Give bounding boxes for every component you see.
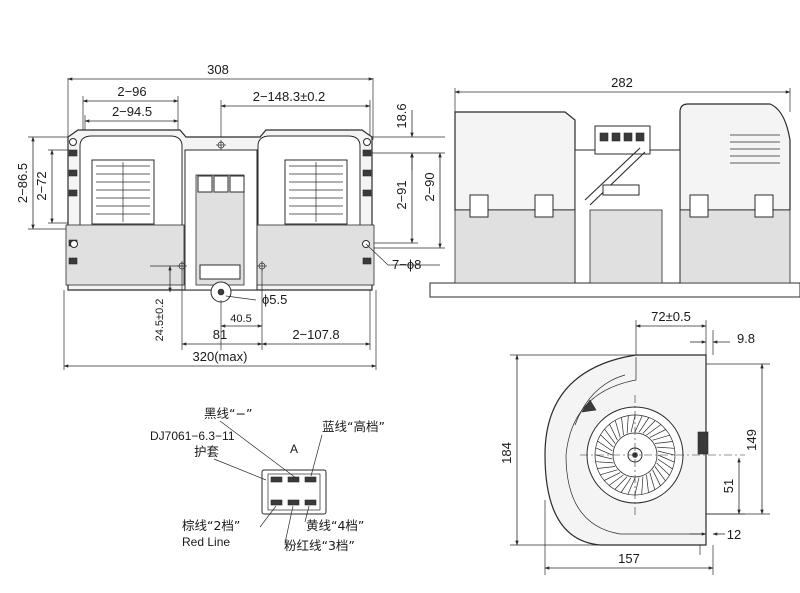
dim-2-91-label: 2−91 bbox=[394, 180, 409, 209]
fan-blade bbox=[657, 458, 673, 470]
mounting-plate bbox=[429, 282, 800, 298]
fan-blade bbox=[600, 469, 618, 476]
right-housing-side bbox=[679, 103, 791, 211]
fan-blade bbox=[654, 441, 673, 444]
side-view: 282 bbox=[429, 75, 800, 298]
dim-2-94-5-label: 2−94.5 bbox=[112, 104, 152, 119]
connector-detail: 黑线“−” 蓝线“高档” DJ7061−6.3−11 A 护套 棕线“2档” R… bbox=[150, 406, 385, 553]
fan-blade bbox=[656, 446, 675, 449]
dim-2-72-label: 2−72 bbox=[34, 171, 49, 200]
fan-blade bbox=[652, 469, 661, 486]
dim-18-6-label: 18.6 bbox=[394, 103, 409, 128]
dim-9-8-label: 9.8 bbox=[737, 331, 755, 346]
fan-blade bbox=[608, 474, 624, 486]
dim-184-label: 184 bbox=[499, 442, 514, 464]
letter-a-label: A bbox=[290, 442, 298, 456]
dim-hole-small-label: ϕ5.5 bbox=[262, 292, 287, 307]
fan-blade bbox=[620, 477, 632, 493]
dim-40-5-label: 40.5 bbox=[230, 313, 251, 325]
end-view: 72±0.5 9.8 184 149 51 bbox=[499, 309, 770, 575]
fan-blade bbox=[626, 415, 629, 434]
dim-2-96-label: 2−96 bbox=[117, 84, 146, 99]
sheath-label: 护套 bbox=[194, 444, 220, 459]
dim-51-label: 51 bbox=[721, 479, 736, 493]
fan-blade bbox=[657, 454, 675, 463]
blue-wire-label: 蓝线“高档” bbox=[322, 419, 385, 434]
left-base bbox=[65, 224, 185, 286]
dim-24-5-label: 24.5±0.2 bbox=[154, 299, 166, 342]
fan-blade bbox=[597, 440, 613, 452]
fan-blade bbox=[600, 434, 614, 448]
fan-blade bbox=[634, 415, 643, 433]
dim-2-107-8-label: 2−107.8 bbox=[292, 327, 339, 342]
fan-blade bbox=[594, 454, 613, 460]
dim-149-label: 149 bbox=[744, 429, 759, 451]
fan-blade bbox=[614, 476, 628, 490]
brown-wire-label: 棕线“2档” bbox=[182, 518, 240, 533]
fan-blade bbox=[627, 477, 636, 495]
pink-wire-label: 粉红线“3档” bbox=[284, 538, 355, 553]
dim-72-label: 72±0.5 bbox=[651, 309, 691, 324]
fan-blade bbox=[638, 417, 650, 433]
front-view: 308 2−96 2−94.5 2−148.3±0.2 2−86.5 2−72 … bbox=[15, 62, 445, 370]
dim-282-label: 282 bbox=[611, 75, 633, 90]
black-wire-label: 黑线“−” bbox=[204, 406, 252, 421]
fan-blade bbox=[646, 424, 662, 436]
fan-blade bbox=[595, 461, 614, 464]
fan-blade bbox=[657, 450, 676, 456]
fan-blade bbox=[641, 476, 644, 495]
dim-2-90-label: 2−90 bbox=[422, 172, 437, 201]
fan-blade bbox=[597, 466, 616, 469]
fan-blade bbox=[654, 466, 666, 482]
fan-blade bbox=[649, 472, 656, 490]
dim-308-label: 308 bbox=[207, 62, 229, 77]
fan-blade bbox=[656, 462, 670, 476]
fan-blade bbox=[634, 477, 640, 496]
fan-blade bbox=[646, 474, 649, 493]
fan-blade bbox=[652, 434, 670, 441]
right-base bbox=[255, 224, 375, 286]
part-number-label: DJ7061−6.3−11 bbox=[150, 429, 235, 443]
dim-2-148-label: 2−148.3±0.2 bbox=[253, 89, 326, 104]
fan-blade bbox=[609, 424, 618, 441]
dim-320-label: 320(max) bbox=[193, 349, 248, 364]
dim-157-label: 157 bbox=[618, 551, 640, 566]
fan-blade bbox=[614, 420, 621, 438]
red-line-label: Red Line bbox=[182, 535, 230, 549]
fan-blade bbox=[595, 447, 613, 456]
fan-blade bbox=[604, 472, 621, 481]
fan-blade bbox=[649, 429, 666, 438]
dim-81-label: 81 bbox=[213, 327, 227, 342]
fan-blade bbox=[630, 414, 636, 433]
yellow-wire-label: 黄线“4档” bbox=[306, 518, 364, 533]
fan-blade bbox=[604, 428, 616, 444]
fan-blade bbox=[642, 420, 656, 434]
dim-12-label: 12 bbox=[727, 527, 741, 542]
dim-holes-label: 7−ϕ8 bbox=[392, 257, 421, 272]
dim-2-86-5-label: 2−86.5 bbox=[15, 163, 30, 203]
fan-blade bbox=[621, 417, 624, 436]
